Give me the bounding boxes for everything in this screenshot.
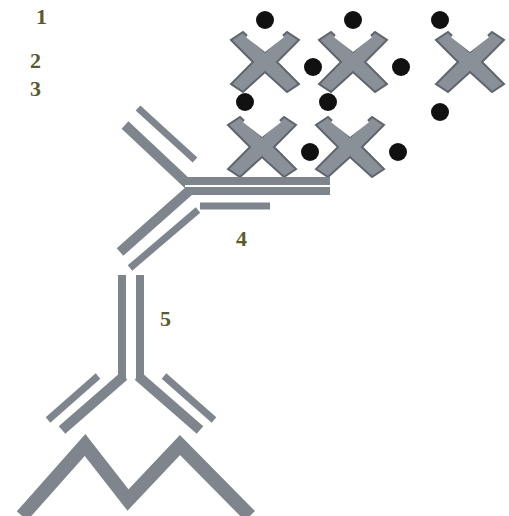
callout-number: 4 xyxy=(236,228,247,250)
callout-number: 1 xyxy=(36,6,47,28)
callout-number: 5 xyxy=(160,308,171,330)
callout-number: 2 xyxy=(30,50,41,72)
callout-number: 3 xyxy=(30,78,41,100)
